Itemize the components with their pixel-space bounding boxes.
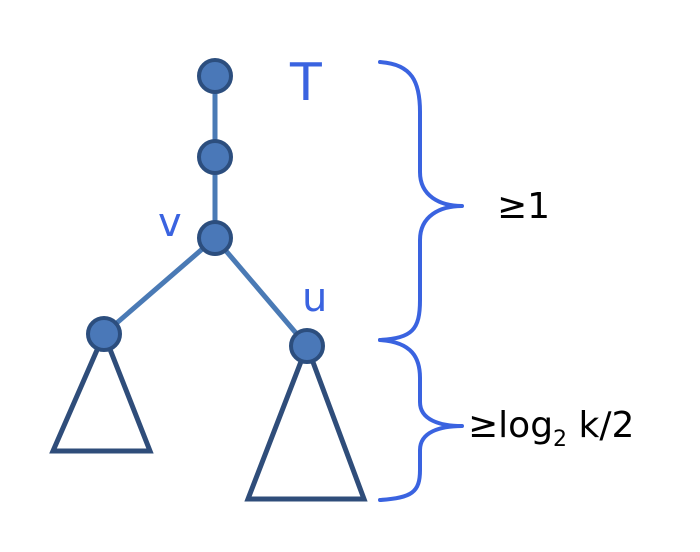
label-T: T (289, 53, 322, 113)
tree-nodes (86, 58, 325, 364)
tree-edges (101, 73, 310, 349)
label-u: u (302, 275, 327, 321)
braces (378, 60, 464, 502)
label-lower-bound-prefix: ≥log (468, 405, 553, 446)
node-left-child (86, 316, 122, 352)
upper-brace (378, 60, 464, 342)
label-upper-bound: ≥1 (497, 186, 550, 227)
subtrees (49, 327, 368, 502)
edge-v-u (212, 235, 310, 349)
label-lower-bound-suffix: k/2 (567, 405, 634, 446)
right-subtree-triangle (244, 338, 368, 502)
label-lower-bound: ≥log2 k/2 (468, 405, 634, 452)
node-middle (197, 139, 233, 175)
label-v: v (158, 200, 182, 246)
node-root (197, 58, 233, 94)
edge-v-left (101, 235, 218, 337)
node-u (289, 328, 325, 364)
left-subtree-triangle (49, 327, 154, 454)
lower-brace (378, 338, 464, 502)
node-v (197, 220, 233, 256)
label-lower-bound-sub: 2 (553, 427, 567, 452)
